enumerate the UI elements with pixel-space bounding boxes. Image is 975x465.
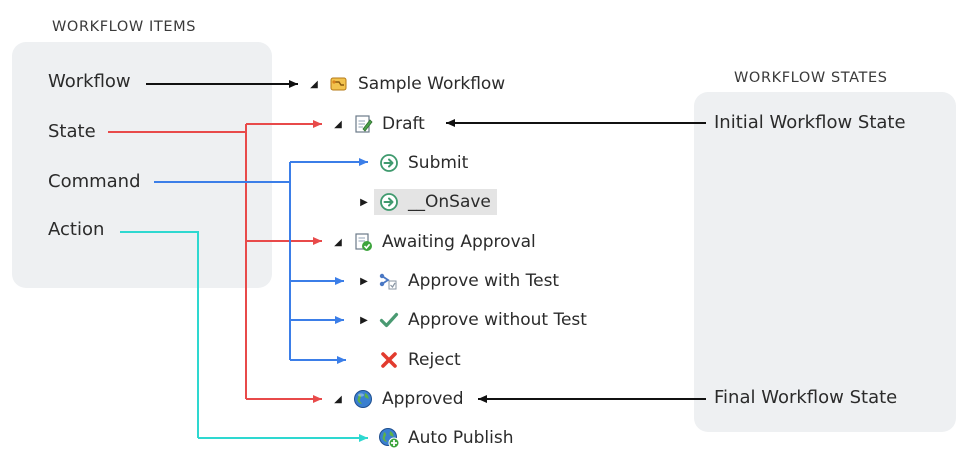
approve-with-test-label: Approve with Test — [408, 271, 560, 291]
final-state-label: Final Workflow State — [714, 387, 898, 408]
initial-state-label: Initial Workflow State — [714, 112, 906, 133]
expanded-toggle-icon[interactable]: ◢ — [310, 78, 318, 90]
draft-label: Draft — [382, 114, 425, 134]
awaiting-approval-icon — [352, 231, 374, 253]
approved-label: Approved — [382, 389, 464, 409]
legend-state-label: State — [48, 121, 96, 142]
legend-command-label: Command — [48, 171, 141, 192]
tree-node-approve-with-test[interactable]: ▶ Approve with Test — [356, 268, 559, 294]
awaiting-approval-label: Awaiting Approval — [382, 232, 536, 252]
checkmark-icon — [378, 309, 400, 331]
collapsed-toggle-icon[interactable]: ▶ — [360, 275, 368, 287]
collapsed-toggle-icon[interactable]: ▶ — [360, 314, 368, 326]
legend-action-label: Action — [48, 219, 105, 240]
tree-node-approved[interactable]: ◢ Approved — [330, 386, 464, 412]
tree-node-onsave[interactable]: ▶ __OnSave — [356, 189, 497, 215]
workflow-items-heading: WORKFLOW ITEMS — [52, 19, 197, 35]
tree-node-approve-without-test[interactable]: ▶ Approve without Test — [356, 307, 587, 333]
publish-globe-icon — [378, 427, 400, 449]
branch-test-icon — [378, 270, 400, 292]
collapsed-toggle-icon[interactable]: ▶ — [360, 196, 368, 208]
tree-node-draft[interactable]: ◢ Draft — [330, 111, 425, 137]
tree-node-submit[interactable]: Submit — [356, 150, 468, 176]
draft-state-icon — [352, 113, 374, 135]
sample-workflow-label: Sample Workflow — [358, 74, 506, 94]
onsave-label: __OnSave — [408, 192, 491, 212]
workflow-states-panel — [694, 92, 956, 432]
expanded-toggle-icon[interactable]: ◢ — [334, 393, 342, 405]
workflow-states-heading: WORKFLOW STATES — [734, 70, 888, 86]
expanded-toggle-icon[interactable]: ◢ — [334, 236, 342, 248]
command-arrow-icon — [378, 191, 400, 213]
tree-node-sample-workflow[interactable]: ◢ Sample Workflow — [306, 71, 505, 97]
tree-node-awaiting-approval[interactable]: ◢ Awaiting Approval — [330, 229, 536, 255]
action-connector — [120, 231, 368, 442]
command-connector — [154, 158, 368, 364]
approve-without-test-label: Approve without Test — [408, 310, 587, 330]
auto-publish-label: Auto Publish — [408, 428, 514, 448]
reject-label: Reject — [408, 350, 461, 370]
submit-label: Submit — [408, 153, 469, 173]
legend-workflow-label: Workflow — [48, 71, 131, 92]
tree-node-reject[interactable]: Reject — [356, 347, 461, 373]
command-arrow-icon — [378, 152, 400, 174]
state-connector — [108, 120, 322, 403]
reject-x-icon — [378, 349, 400, 371]
expanded-toggle-icon[interactable]: ◢ — [334, 118, 342, 130]
globe-icon — [352, 388, 374, 410]
tree-node-auto-publish[interactable]: Auto Publish — [356, 425, 513, 451]
workflow-icon — [328, 73, 350, 95]
